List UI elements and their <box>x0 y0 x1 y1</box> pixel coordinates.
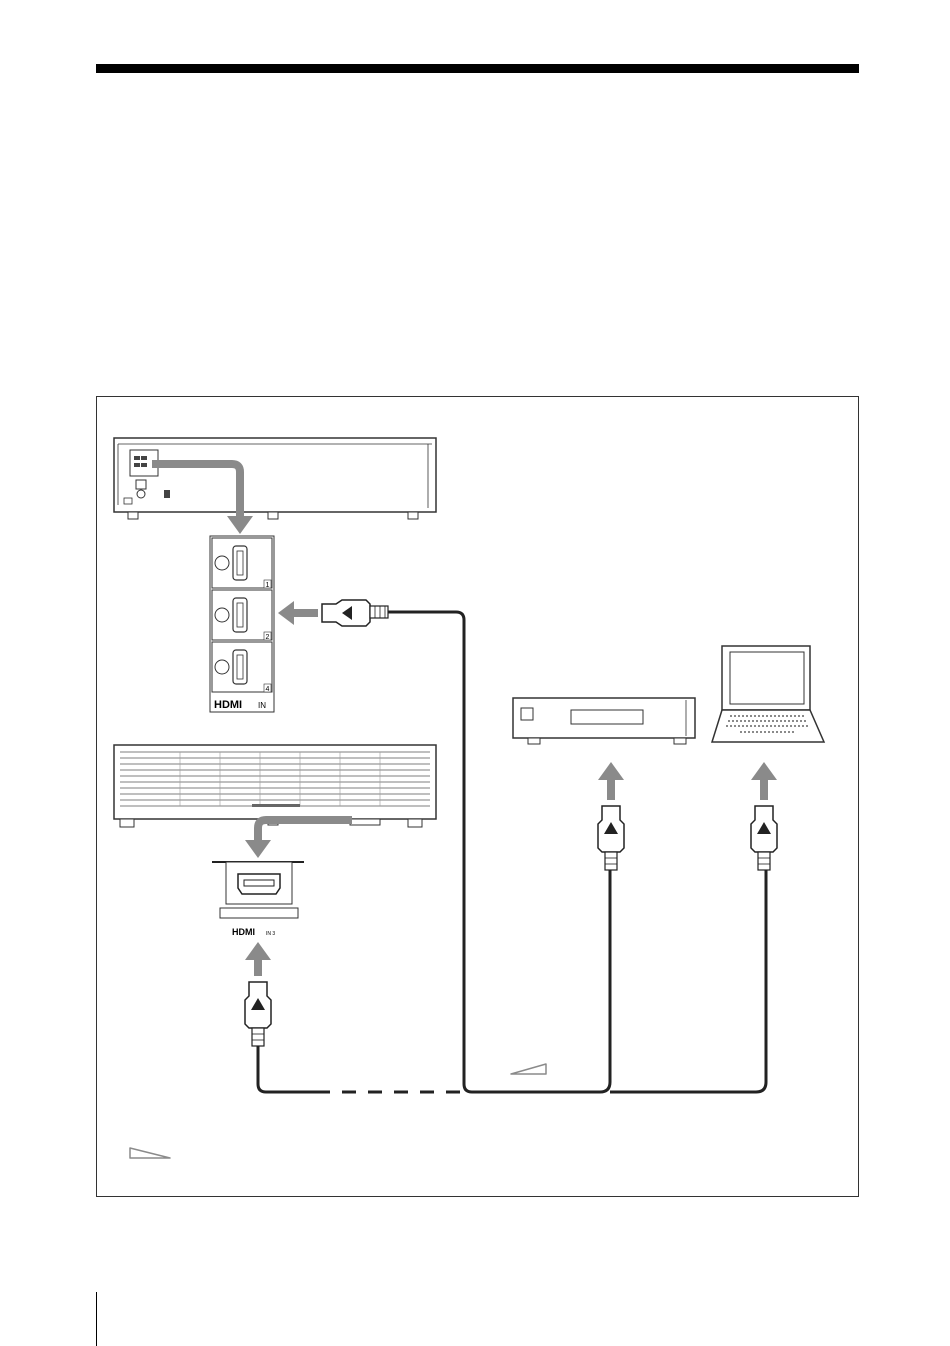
hdmi-plug-laptop <box>751 806 777 870</box>
hdmi-input-panel: 1 2 4 HDMI IN <box>210 536 274 712</box>
hdmi-panel-logo: HDMI <box>214 699 242 711</box>
arrow-into-port-2 <box>278 601 318 625</box>
hollow-arrow-right-icon <box>130 1148 170 1158</box>
port-number-4: 4 <box>266 686 270 693</box>
arrow-projector-to-port <box>245 820 352 858</box>
hdmi-plug-video <box>598 806 624 870</box>
video-equipment <box>513 698 695 744</box>
arrow-up-laptop <box>751 762 777 800</box>
projector <box>114 745 436 827</box>
port-number-2: 2 <box>266 634 270 641</box>
hdmi-port-2: 2 <box>212 590 272 641</box>
hdmi-panel-in-label: IN <box>258 701 266 710</box>
hdmi-port-1: 1 <box>212 538 272 589</box>
arrow-up-video <box>598 762 624 800</box>
computer-laptop <box>712 646 824 742</box>
hdmi-plug-horizontal <box>322 600 388 626</box>
port-number-1: 1 <box>266 582 270 589</box>
av-amplifier <box>114 438 436 519</box>
projector-hdmi-port: HDMI IN 3 <box>212 862 304 937</box>
projector-hdmi-logo: HDMI <box>232 927 255 937</box>
hdmi-plug-projector <box>245 982 271 1046</box>
hdmi-cables <box>258 612 766 1092</box>
hollow-arrow-left-icon <box>511 1064 546 1074</box>
projector-hdmi-in3-label: IN 3 <box>266 931 275 937</box>
hdmi-port-4: 4 <box>212 642 272 693</box>
arrow-up-projector-port <box>245 942 271 976</box>
